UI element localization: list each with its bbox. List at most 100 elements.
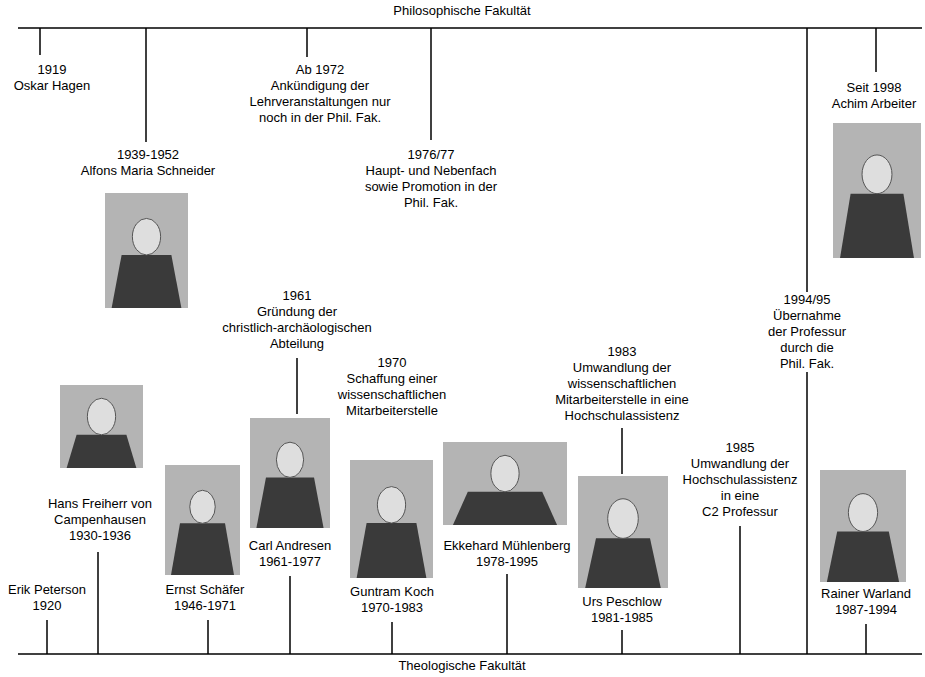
- photo-body: [67, 435, 137, 468]
- label-line: Lehrveranstaltungen nur: [250, 94, 391, 110]
- label-line: christlich-archäologischen: [222, 320, 372, 336]
- tick: [306, 28, 308, 57]
- photo-head: [132, 218, 160, 255]
- label-line: Hochschulassistenz: [555, 408, 689, 424]
- photo-head: [87, 398, 115, 435]
- label-line: 1970-1983: [350, 600, 434, 616]
- timeline-label: Rainer Warland1987-1994: [821, 586, 911, 618]
- label-line: Umwandlung der: [555, 360, 689, 376]
- label-line: noch in der Phil. Fak.: [250, 110, 391, 126]
- label-line: Carl Andresen: [249, 538, 331, 554]
- label-line: Mitarbeiterstelle in eine: [555, 392, 689, 408]
- label-line: Achim Arbeiter: [832, 96, 917, 112]
- timeline-label: 1970Schaffung einerwissenschaftlichenMit…: [338, 355, 446, 419]
- timeline-label: 1939-1952Alfons Maria Schneider: [81, 147, 215, 179]
- label-line: sowie Promotion in der: [365, 179, 497, 195]
- bottom-axis: [18, 653, 922, 655]
- photo-head: [608, 499, 639, 539]
- label-line: 1946-1971: [166, 598, 245, 614]
- label-line: 1985: [683, 440, 798, 456]
- label-line: Mitarbeiterstelle: [338, 403, 446, 419]
- timeline-label: Theologische Fakultät: [395, 658, 528, 674]
- timeline-label: Ekkehard Mühlenberg1978-1995: [443, 538, 570, 570]
- photo-ground: [443, 442, 567, 525]
- label-line: 1976/77: [365, 147, 497, 163]
- timeline-label: Hans Freiherr vonCampenhausen1930-1936: [48, 496, 152, 544]
- label-line: Ernst Schäfer: [166, 582, 245, 598]
- tick: [621, 428, 623, 474]
- photo-ground: [60, 385, 143, 468]
- timeline-label: 1994/95Übernahmeder Professurdurch diePh…: [765, 292, 849, 372]
- tick: [207, 620, 209, 654]
- photo-ground: [250, 418, 330, 528]
- label-line: 1983: [555, 344, 689, 360]
- photo-body: [585, 538, 661, 588]
- portrait-photo: [578, 476, 668, 588]
- label-line: Ekkehard Mühlenberg: [443, 538, 570, 554]
- timeline-label: 1985Umwandlung derHochschulassistenzin e…: [683, 440, 798, 520]
- portrait-photo: [350, 460, 433, 578]
- tick: [865, 624, 867, 654]
- label-line: Guntram Koch: [350, 584, 434, 600]
- label-line: 1970: [338, 355, 446, 371]
- photo-head: [276, 442, 303, 477]
- photo-body: [171, 523, 234, 575]
- tick: [39, 28, 41, 55]
- photo-body: [112, 255, 182, 308]
- label-line: Gründung der: [222, 304, 372, 320]
- timeline-label: 1976/77Haupt- und Nebenfachsowie Promoti…: [365, 147, 497, 211]
- label-line: Hochschulassistenz: [683, 472, 798, 488]
- photo-ground: [833, 123, 921, 258]
- label-line: Umwandlung der: [683, 456, 798, 472]
- timeline-label: Ab 1972Ankündigung derLehrveranstaltunge…: [250, 62, 391, 126]
- label-line: Campenhausen: [48, 512, 152, 528]
- label-line: in eine: [683, 488, 798, 504]
- tick: [289, 576, 291, 654]
- portrait-photo: [250, 418, 330, 528]
- tick: [875, 28, 877, 72]
- label-line: 1994/95: [768, 292, 846, 308]
- label-line: 1939-1952: [81, 147, 215, 163]
- label-line: Ab 1972: [250, 62, 391, 78]
- tick: [296, 358, 298, 414]
- photo-ground: [820, 470, 906, 582]
- photo-body: [840, 194, 914, 258]
- timeline-label: Seit 1998Achim Arbeiter: [832, 80, 917, 112]
- tick: [621, 630, 623, 654]
- photo-head: [862, 155, 892, 194]
- label-line: Theologische Fakultät: [398, 658, 525, 674]
- label-line: 1961-1977: [249, 554, 331, 570]
- label-line: Philosophische Fakultät: [393, 3, 530, 19]
- label-line: durch die: [768, 340, 846, 356]
- label-line: 1978-1995: [443, 554, 570, 570]
- portrait-photo: [820, 470, 906, 582]
- top-axis: [18, 27, 922, 29]
- label-line: wissenschaftlichen: [555, 376, 689, 392]
- timeline-label: 1919Oskar Hagen: [14, 62, 91, 94]
- photo-body: [453, 492, 557, 525]
- tick: [46, 620, 48, 654]
- label-line: Hans Freiherr von: [48, 496, 152, 512]
- tick: [145, 28, 147, 142]
- timeline-label: 1961Gründung derchristlich-archäologisch…: [222, 288, 372, 352]
- timeline-label: Ernst Schäfer1946-1971: [166, 582, 245, 614]
- timeline-lines: [18, 28, 922, 654]
- tick: [739, 526, 741, 654]
- timeline-label: Philosophische Fakultät: [390, 3, 533, 19]
- label-line: Haupt- und Nebenfach: [365, 163, 497, 179]
- photo-ground: [578, 476, 668, 588]
- label-line: Phil. Fak.: [365, 195, 497, 211]
- photo-head: [848, 494, 877, 532]
- photo-head: [190, 490, 216, 523]
- timeline-label: Guntram Koch1970-1983: [350, 584, 434, 616]
- label-line: Abteilung: [222, 336, 372, 352]
- portrait-photos: [60, 123, 921, 588]
- label-line: Übernahme: [768, 308, 846, 324]
- photo-body: [827, 531, 899, 582]
- label-line: C2 Professur: [683, 504, 798, 520]
- label-line: Rainer Warland: [821, 586, 911, 602]
- timeline-label: Urs Peschlow1981-1985: [582, 594, 661, 626]
- timeline-label: Erik Peterson1920: [8, 582, 86, 614]
- label-line: Ankündigung der: [250, 78, 391, 94]
- photo-head: [377, 487, 405, 524]
